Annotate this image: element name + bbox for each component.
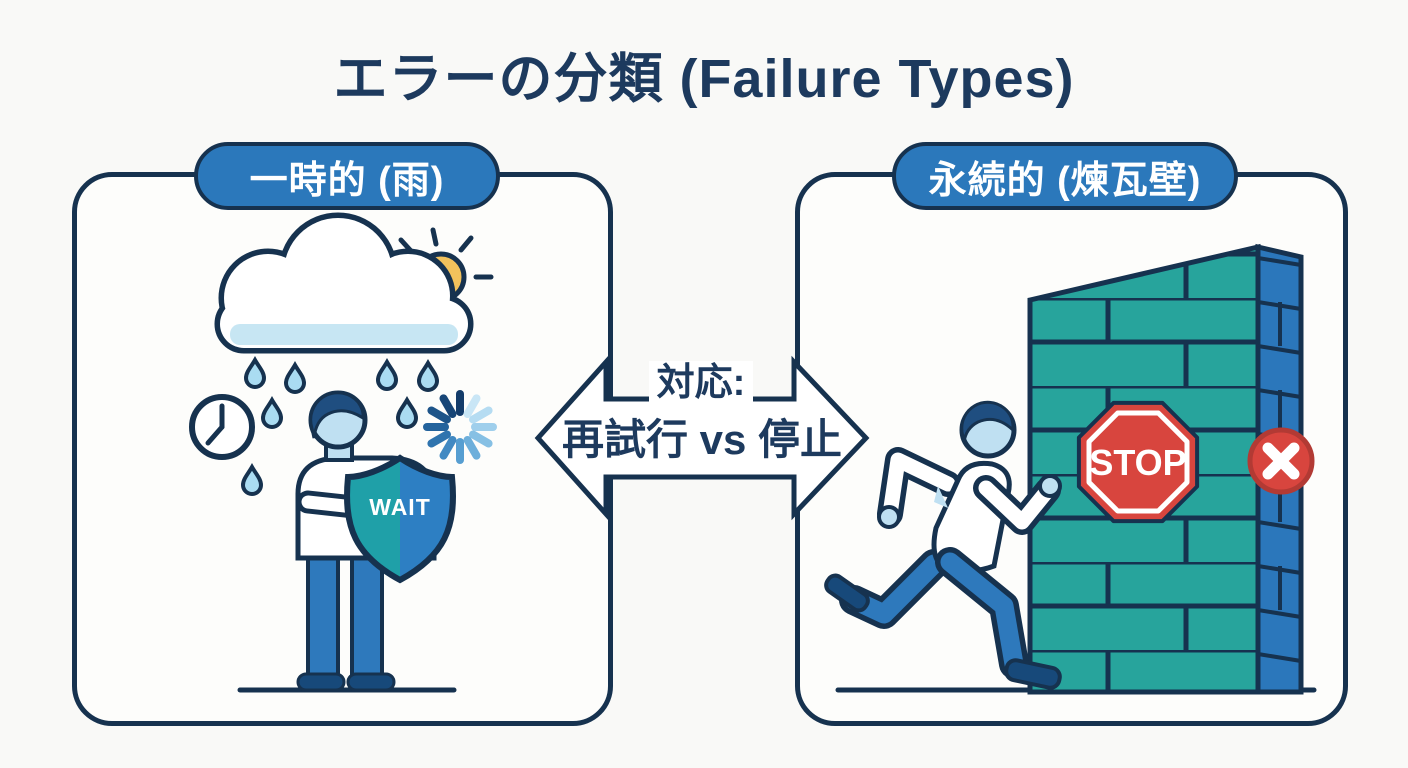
rain-cloud-icon: [214, 212, 474, 354]
error-x-icon: [1247, 427, 1315, 495]
double-arrow: [534, 355, 870, 521]
page-title: エラーの分類 (Failure Types): [333, 49, 1075, 109]
arrow-label-line1: 対応:: [606, 361, 796, 405]
loading-spinner-icon: [423, 390, 497, 464]
arrow-label-line2: 再試行 vs 停止: [561, 416, 843, 463]
brick-wall: [1027, 243, 1304, 695]
stop-sign: [1076, 400, 1200, 524]
shield-wait-label: WAIT: [369, 494, 431, 520]
header-pill-permanent-label: 永続的 (煉瓦壁): [928, 159, 1202, 202]
header-pill-temporary-label: 一時的 (雨): [249, 159, 445, 202]
clock-icon: [189, 394, 255, 460]
stop-sign-label: STOP: [1089, 442, 1187, 483]
header-pill-temporary: 一時的 (雨): [194, 142, 500, 210]
shield-icon: [344, 454, 456, 584]
header-pill-permanent: 永続的 (煉瓦壁): [892, 142, 1238, 210]
running-person: [824, 400, 1062, 690]
